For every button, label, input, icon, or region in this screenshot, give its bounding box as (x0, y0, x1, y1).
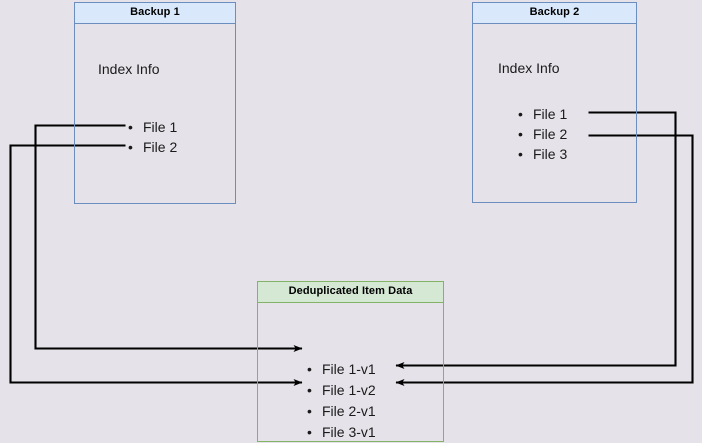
backup-1-title: Backup 1 (75, 3, 235, 24)
dedup-item[interactable]: File 2-v1 (307, 401, 376, 422)
backup-2-box[interactable]: Backup 2 Index Info File 1 File 2 File 3 (472, 2, 637, 203)
backup-1-file-item[interactable]: File 1 (128, 117, 177, 137)
backup-2-file-item[interactable]: File 2 (518, 124, 567, 144)
backup-2-body: Index Info File 1 File 2 File 3 (473, 24, 636, 202)
deduplicated-item-data-box[interactable]: Deduplicated Item Data File 1-v1 File 1-… (257, 281, 444, 442)
dedup-item-list: File 1-v1 File 1-v2 File 2-v1 File 3-v1 (307, 359, 376, 443)
backup-1-body: Index Info File 1 File 2 (75, 24, 235, 203)
backup-2-title: Backup 2 (473, 3, 636, 24)
backup-2-index-info-label: Index Info (498, 60, 560, 76)
dedup-item[interactable]: File 1-v1 (307, 359, 376, 380)
backup-1-box[interactable]: Backup 1 Index Info File 1 File 2 (74, 2, 236, 204)
backup-1-index-info-label: Index Info (98, 61, 160, 77)
dedup-item[interactable]: File 1-v2 (307, 380, 376, 401)
dedup-item[interactable]: File 3-v1 (307, 422, 376, 443)
backup-1-file-list: File 1 File 2 (128, 117, 177, 157)
deduplicated-item-data-title: Deduplicated Item Data (258, 282, 443, 303)
backup-1-file-item[interactable]: File 2 (128, 137, 177, 157)
backup-2-file-item[interactable]: File 1 (518, 104, 567, 124)
backup-2-file-list: File 1 File 2 File 3 (518, 104, 567, 164)
deduplicated-item-data-body: File 1-v1 File 1-v2 File 2-v1 File 3-v1 (258, 303, 443, 443)
backup-2-file-item[interactable]: File 3 (518, 144, 567, 164)
